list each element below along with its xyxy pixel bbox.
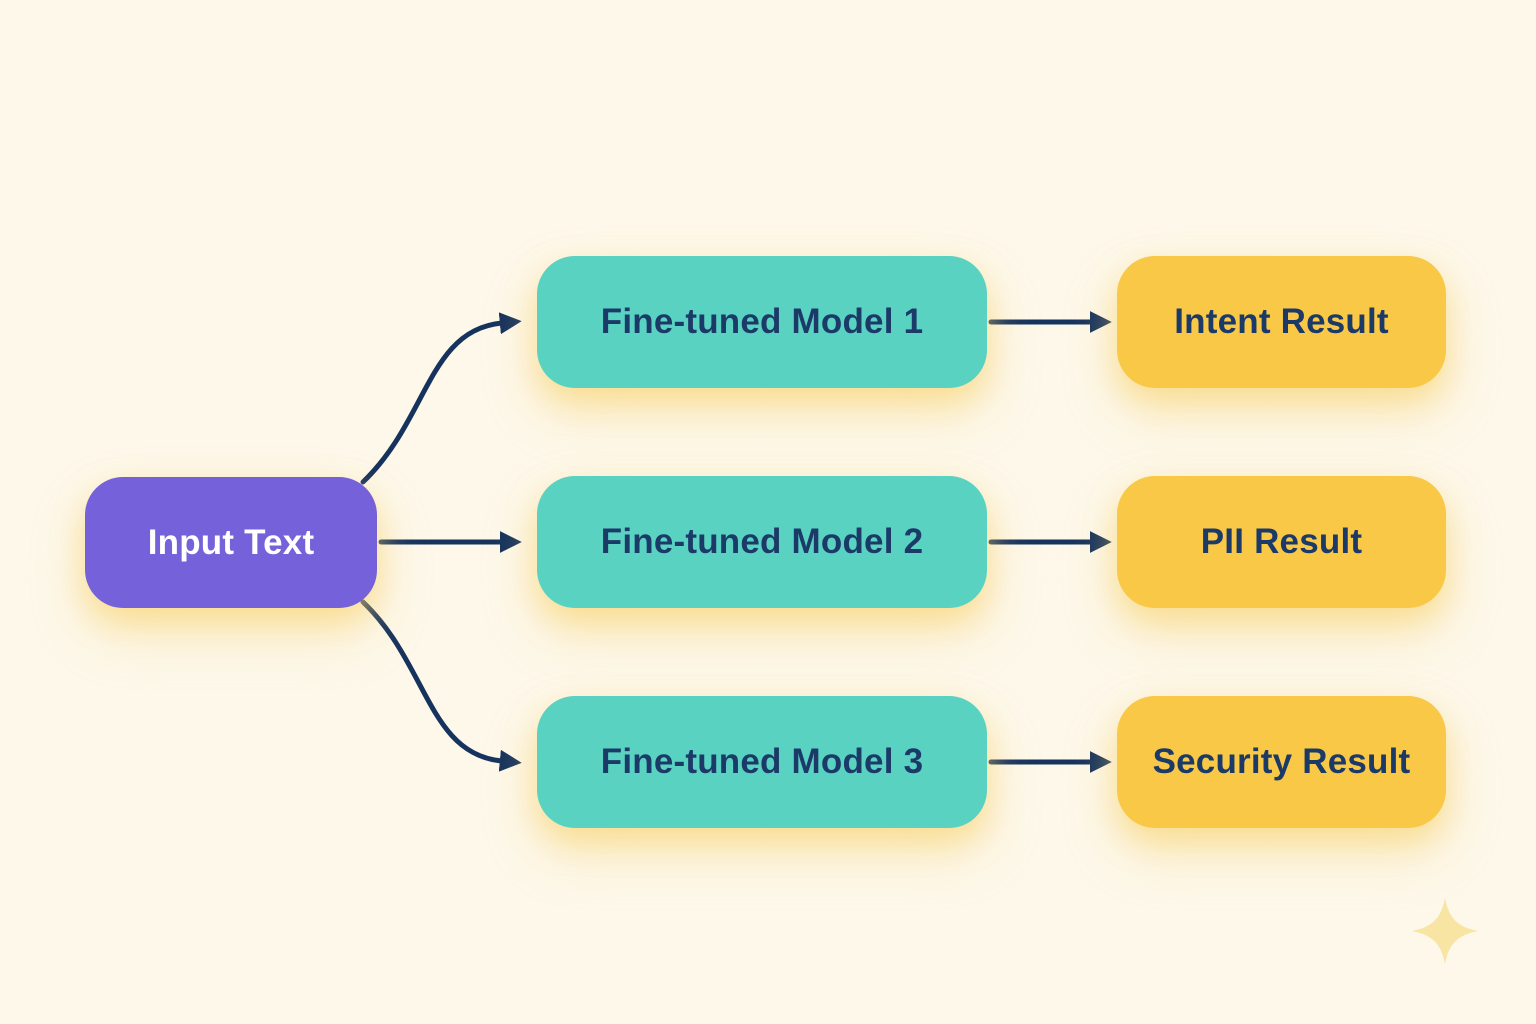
input-text-node: Input Text: [85, 477, 377, 608]
pii-result-label: PII Result: [1200, 522, 1363, 561]
security-result-node: Security Result: [1117, 696, 1446, 828]
input-text-label: Input Text: [147, 522, 315, 562]
model2-label: Fine-tuned Model 2: [600, 522, 924, 561]
sparkle-shape: [1412, 898, 1478, 964]
model2-node: Fine-tuned Model 2: [537, 476, 987, 608]
security-result-label: Security Result: [1152, 742, 1411, 781]
pii-result-node: PII Result: [1117, 476, 1446, 608]
sparkle-icon: [1412, 898, 1478, 964]
intent-result-label: Intent Result: [1174, 302, 1389, 341]
model1-node: Fine-tuned Model 1: [537, 256, 987, 388]
model3-node: Fine-tuned Model 3: [537, 696, 987, 828]
arrow-input-to-model1: [360, 312, 522, 485]
intent-result-node: Intent Result: [1117, 256, 1446, 388]
arrow-input-to-model3: [360, 599, 522, 772]
model1-label: Fine-tuned Model 1: [600, 302, 924, 341]
model3-label: Fine-tuned Model 3: [600, 742, 924, 781]
